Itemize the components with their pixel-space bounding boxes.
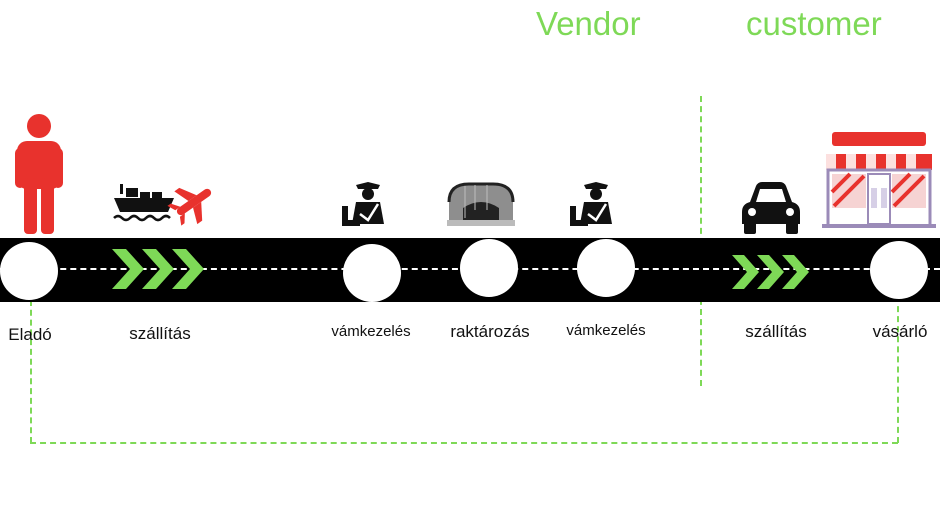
warehouse-icon [447,182,515,226]
customs-officer-icon [570,182,612,226]
car-icon [742,182,800,234]
chevron-arrow [782,255,809,289]
chevron-arrow [732,255,759,289]
step-label-customs-1: vámkezelés [331,323,411,340]
step-label-shipping-1: szállítás [129,324,191,343]
step-label-buyer: vásárló [872,322,928,341]
customs-officer-icon [342,182,384,226]
node-customs-2 [577,239,635,297]
chevron-arrows-right [732,255,809,289]
chevron-arrow [172,249,204,289]
node-customs-1 [343,244,401,302]
node-seller [0,242,58,300]
chevron-arrow [112,249,144,289]
return-loop-right [897,296,899,443]
return-loop-left [30,300,32,443]
step-label-seller: Eladó [8,325,52,344]
node-warehouse [460,239,518,297]
shop-icon [822,132,936,228]
chevron-arrows-left [112,249,204,289]
step-label-warehouse: raktározás [450,322,530,341]
vendor-header: Vendor [536,5,641,42]
step-label-customs-2: vámkezelés [566,322,646,339]
return-loop-bottom [30,442,898,444]
node-buyer [870,241,928,299]
step-label-shipping-2: szállítás [745,322,807,341]
chevron-arrow [142,249,174,289]
customer-header: customer [746,5,882,42]
ship-and-plane-icon [113,184,212,226]
chevron-arrow [757,255,784,289]
person-icon [15,114,63,234]
